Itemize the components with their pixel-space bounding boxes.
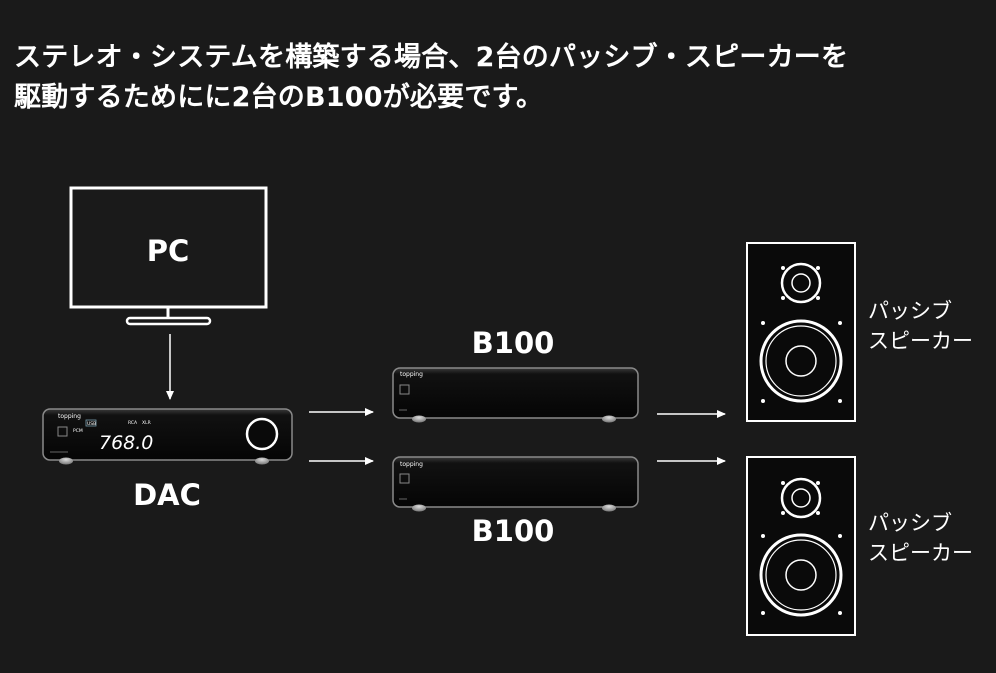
woofer-icon <box>759 533 843 617</box>
dac-pcm-tag: PCM <box>73 428 83 434</box>
woofer-icon <box>759 319 843 403</box>
speaker-bottom-label-line2: スピーカー <box>868 541 973 565</box>
dac-xlr-tag: XLR <box>142 420 151 426</box>
dac-rca-tag: RCA <box>128 420 138 426</box>
dac-unit: topping USB PCM RCA XLR 768.0 <box>42 408 293 465</box>
speaker-top-label-line1: パッシブ <box>868 299 952 323</box>
speaker-top <box>746 242 856 422</box>
speaker-top-label-line2: スピーカー <box>868 329 973 353</box>
amp-top-brand-logo: topping <box>400 371 423 378</box>
pc-label: PC <box>147 234 190 268</box>
dac-power-button <box>57 426 68 437</box>
amp-top-power-button <box>399 384 410 395</box>
pc-monitor: PC <box>69 186 268 326</box>
b100-amplifier-bottom: topping <box>392 456 639 512</box>
amp-top-label: B100 <box>472 326 555 360</box>
dac-brand-logo: topping <box>58 413 81 420</box>
dac-usb-tag: USB <box>87 421 96 427</box>
b100-amplifier-top: topping <box>392 367 639 423</box>
title-line-2: 駆動するためにに2台のB100が必要です。 <box>14 82 544 113</box>
tweeter-icon <box>780 477 822 519</box>
page-title: ステレオ・システムを構築する場合、2台のパッシブ・スピーカーを 駆動するためにに… <box>14 38 974 118</box>
title-line-1: ステレオ・システムを構築する場合、2台のパッシブ・スピーカーを <box>14 42 849 73</box>
speaker-bottom <box>746 456 856 636</box>
dac-volume-knob <box>245 417 279 451</box>
amp-bottom-label: B100 <box>472 514 555 548</box>
speaker-bottom-label-line1: パッシブ <box>868 511 952 535</box>
dac-label: DAC <box>133 478 201 512</box>
amp-bottom-power-button <box>399 473 410 484</box>
amp-bottom-brand-logo: topping <box>400 461 423 468</box>
dac-display-value: 768.0 <box>99 432 153 454</box>
tweeter-icon <box>780 262 822 304</box>
